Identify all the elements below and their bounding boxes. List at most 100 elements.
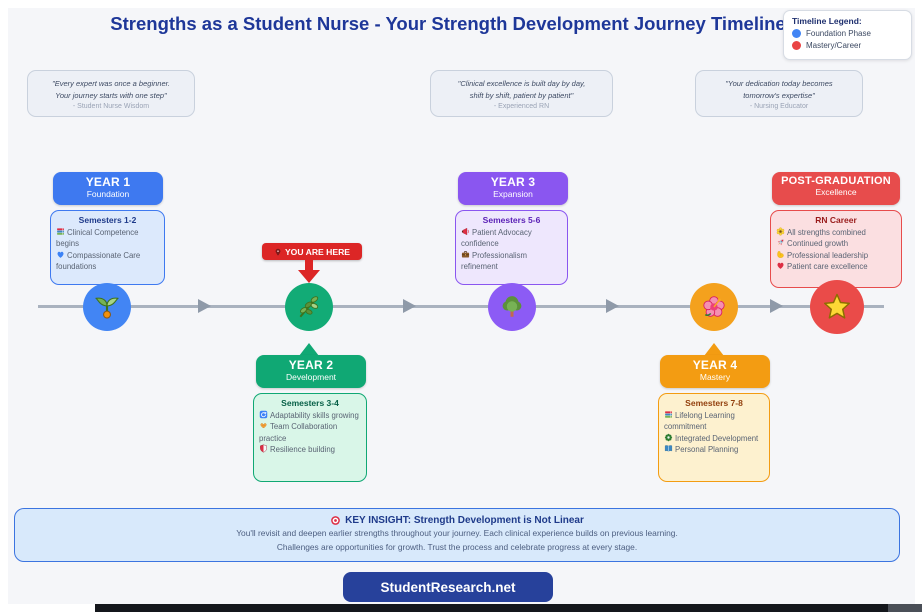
gear-icon — [664, 433, 673, 442]
detail-item: Personal Planning — [664, 444, 764, 455]
stage-year-label: YEAR 3 — [490, 175, 536, 189]
target-icon — [330, 515, 341, 526]
timeline-infographic: Strengths as a Student Nurse - Your Stre… — [8, 8, 915, 604]
open-book-icon — [664, 444, 673, 453]
quote-card: "Every expert was once a beginner. Your … — [27, 70, 195, 117]
detail-item: Adaptability skills growing — [259, 410, 361, 421]
stage-details-year2: Semesters 3-4 Adaptability skills growin… — [253, 393, 367, 482]
detail-item: Clinical Competence begins — [56, 227, 159, 250]
timeline-legend: Timeline Legend: Foundation Phase Master… — [783, 10, 912, 60]
legend-label: Foundation Phase — [806, 29, 871, 38]
stage-header-year4: YEAR 4 Mastery — [660, 355, 770, 388]
stage-year-label: POST-GRADUATION — [781, 175, 891, 187]
stage-header-year3: YEAR 3 Expansion — [458, 172, 568, 205]
timeline-node-year3 — [488, 283, 536, 331]
stage-year-label: YEAR 4 — [692, 358, 738, 372]
foundation-phase-dot-icon — [792, 29, 801, 38]
detail-item-text: Lifelong Learning commitment — [664, 411, 735, 432]
details-title: Semesters 5-6 — [482, 215, 541, 225]
detail-item-text: Clinical Competence begins — [56, 228, 139, 249]
stage-phase-label: Excellence — [815, 187, 857, 197]
key-insight-title-row: KEY INSIGHT: Strength Development is Not… — [15, 515, 899, 526]
detail-item-text: Compassionate Care foundations — [56, 250, 141, 271]
detail-item: Patient care excellence — [776, 261, 896, 272]
timeline-arrow-icon — [198, 299, 211, 313]
quote-card: "Clinical excellence is built day by day… — [430, 70, 613, 117]
tree-icon — [499, 294, 525, 320]
stage-year-label: YEAR 1 — [85, 175, 131, 189]
stage-year-label: YEAR 2 — [288, 358, 334, 372]
pointer-up-year2 — [299, 343, 319, 356]
quote-card: "Your dedication today becomes tomorrow'… — [695, 70, 863, 117]
window-bottom-edge — [95, 604, 922, 612]
quote-attribution: - Student Nurse Wisdom — [72, 103, 150, 110]
quote-text: Your journey starts with one step" — [55, 91, 167, 100]
stage-details-postgrad: RN Career All strengths combined Continu… — [770, 210, 902, 288]
muscle-icon — [776, 250, 785, 259]
details-title: Semesters 7-8 — [685, 398, 743, 408]
timeline-axis — [38, 305, 884, 308]
detail-item-text: Integrated Development — [675, 433, 759, 443]
detail-item-text: Resilience building — [270, 444, 336, 454]
details-title: Semesters 3-4 — [281, 398, 339, 408]
detail-item: Professional leadership — [776, 250, 896, 261]
you-are-here-arrow — [305, 260, 313, 270]
stage-phase-label: Expansion — [493, 189, 533, 199]
detail-item: Integrated Development — [664, 433, 764, 444]
quote-text: tomorrow's expertise" — [743, 91, 815, 100]
detail-item: Professionalism refinement — [461, 250, 562, 273]
timeline-node-year4 — [690, 283, 738, 331]
detail-item-text: Patient Advocacy confidence — [461, 228, 532, 249]
you-are-here-label: YOU ARE HERE — [284, 246, 351, 257]
megaphone-icon — [461, 227, 470, 236]
stage-details-year4: Semesters 7-8 Lifelong Learning commitme… — [658, 393, 770, 482]
mastery-career-dot-icon — [792, 41, 801, 50]
timeline-arrow-icon — [770, 299, 783, 313]
detail-item-text: Patient care excellence — [787, 261, 868, 271]
stage-header-year2: YEAR 2 Development — [256, 355, 366, 388]
stage-header-postgrad: POST-GRADUATION Excellence — [772, 172, 900, 205]
detail-item-text: Adaptability skills growing — [270, 411, 359, 420]
star-icon — [822, 292, 852, 322]
books-icon — [56, 227, 65, 236]
pointer-up-year4 — [704, 343, 724, 356]
student-research-button[interactable]: StudentResearch.net — [343, 572, 553, 602]
stage-phase-label: Foundation — [86, 189, 130, 199]
hibiscus-icon — [701, 294, 727, 320]
detail-item: Patient Advocacy confidence — [461, 227, 562, 250]
timeline-node-postgrad — [810, 280, 864, 334]
detail-item: All strengths combined — [776, 227, 896, 238]
quote-text: "Every expert was once a beginner. — [52, 79, 170, 88]
quote-text: "Your dedication today becomes — [725, 79, 833, 88]
books-icon — [664, 410, 673, 419]
detail-item: Compassionate Care foundations — [56, 250, 159, 273]
legend-item-mastery: Mastery/Career — [792, 41, 911, 50]
shield-icon — [259, 444, 268, 453]
legend-title: Timeline Legend: — [792, 16, 862, 26]
key-insight-text: You'll revisit and deepen earlier streng… — [236, 528, 678, 538]
you-are-here-arrowhead-icon — [298, 270, 320, 283]
quote-attribution: - Nursing Educator — [749, 103, 809, 110]
rocket-icon — [776, 238, 785, 247]
pin-icon — [274, 248, 282, 256]
detail-item: Team Collaboration practice — [259, 421, 361, 444]
timeline-node-year1 — [83, 283, 131, 331]
timeline-arrow-icon — [403, 299, 416, 313]
detail-item-text: Professional leadership — [787, 250, 869, 260]
you-are-here-badge: YOU ARE HERE — [262, 243, 362, 260]
briefcase-icon — [461, 250, 470, 259]
detail-item: Continued growth — [776, 238, 896, 249]
red-heart-icon — [776, 261, 785, 270]
quote-text: "Clinical excellence is built day by day… — [457, 79, 586, 88]
blue-heart-icon — [56, 250, 65, 259]
stage-phase-label: Mastery — [699, 372, 731, 382]
detail-item-text: All strengths combined — [787, 228, 866, 237]
quote-text: shift by shift, patient by patient" — [469, 91, 574, 100]
details-title: Semesters 1-2 — [78, 215, 137, 225]
timeline-node-year2 — [285, 283, 333, 331]
blossom-icon — [776, 227, 785, 236]
stage-header-year1: YEAR 1 Foundation — [53, 172, 163, 205]
stage-details-year3: Semesters 5-6 Patient Advocacy confidenc… — [455, 210, 568, 285]
stage-details-year1: Semesters 1-2 Clinical Competence begins… — [50, 210, 165, 285]
cycle-icon — [259, 410, 268, 419]
